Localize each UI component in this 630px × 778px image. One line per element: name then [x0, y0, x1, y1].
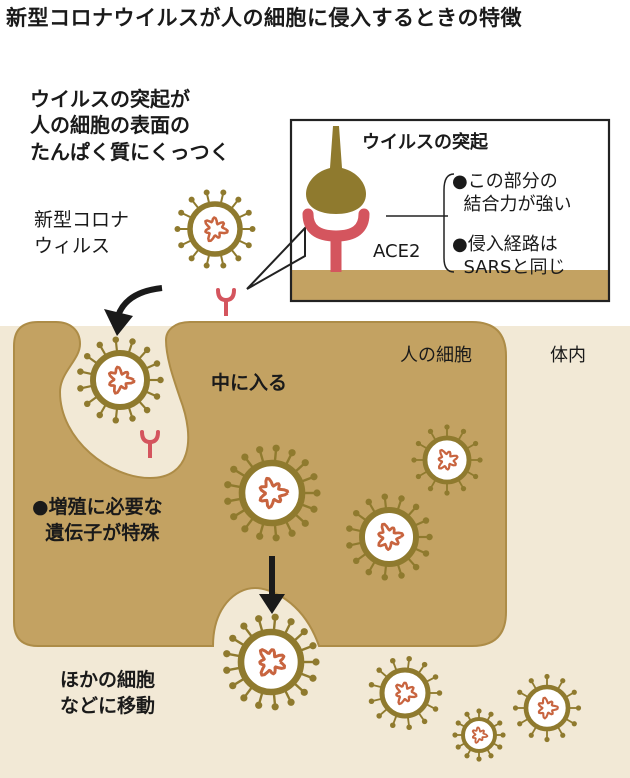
cell-label: 人の細胞 — [400, 345, 472, 366]
virus-icon — [452, 708, 506, 762]
enter-label: 中に入る — [211, 372, 288, 394]
lead-text: ウイルスの突起が 人の細胞の表面の たんぱく質にくっつく — [30, 87, 230, 164]
virus-particles — [77, 189, 582, 762]
rna-strand — [471, 726, 489, 744]
down-arrow-icon — [259, 594, 285, 614]
route-note: ●侵入経路は SARSと同じ — [452, 234, 566, 279]
virus-name-label: 新型コロナ ウィルス — [34, 209, 130, 257]
inset-frame — [289, 118, 611, 303]
ace2-receptor-icon — [302, 208, 370, 242]
ace2-receptor-icon — [140, 430, 160, 458]
virus-icon — [512, 673, 582, 743]
virus-icon — [346, 493, 433, 581]
notes-bracket — [443, 173, 455, 273]
virus-icon — [77, 336, 164, 424]
virus-icon — [224, 444, 321, 542]
rna-strand — [395, 681, 418, 706]
rna-strand — [258, 476, 290, 510]
rna-strand — [204, 216, 229, 243]
body-label: 体内 — [550, 345, 586, 366]
ace2-receptor-icon — [216, 288, 236, 316]
rna-strand — [107, 365, 136, 395]
virus-icon — [411, 424, 483, 496]
move-label: ほかの細胞 などに移動 — [60, 669, 156, 717]
binding-note: ●この部分の 結合力が強い — [452, 171, 572, 216]
receptors — [140, 288, 236, 458]
cell-surface-inset — [291, 270, 609, 301]
rna-strand — [437, 448, 459, 471]
entry-arrow — [115, 285, 163, 318]
arrows — [104, 285, 285, 614]
virus-icon — [174, 189, 256, 269]
gene-note: ●増殖に必要な 遺伝子が特殊 — [32, 496, 163, 544]
rna-strand — [258, 648, 286, 677]
ace2-label: ACE2 — [373, 241, 421, 262]
spike-title: ウイルスの突起 — [362, 132, 488, 153]
page-title: 新型コロナウイルスが人の細胞に侵入するときの特徴 — [6, 6, 522, 30]
virus-icon — [368, 655, 443, 731]
spike-protrusion — [306, 126, 366, 214]
rna-strand — [537, 696, 560, 720]
entry-arrowhead — [104, 309, 133, 336]
virus-icon — [223, 613, 320, 711]
spike-inset — [246, 118, 611, 303]
rna-strand — [377, 522, 405, 551]
